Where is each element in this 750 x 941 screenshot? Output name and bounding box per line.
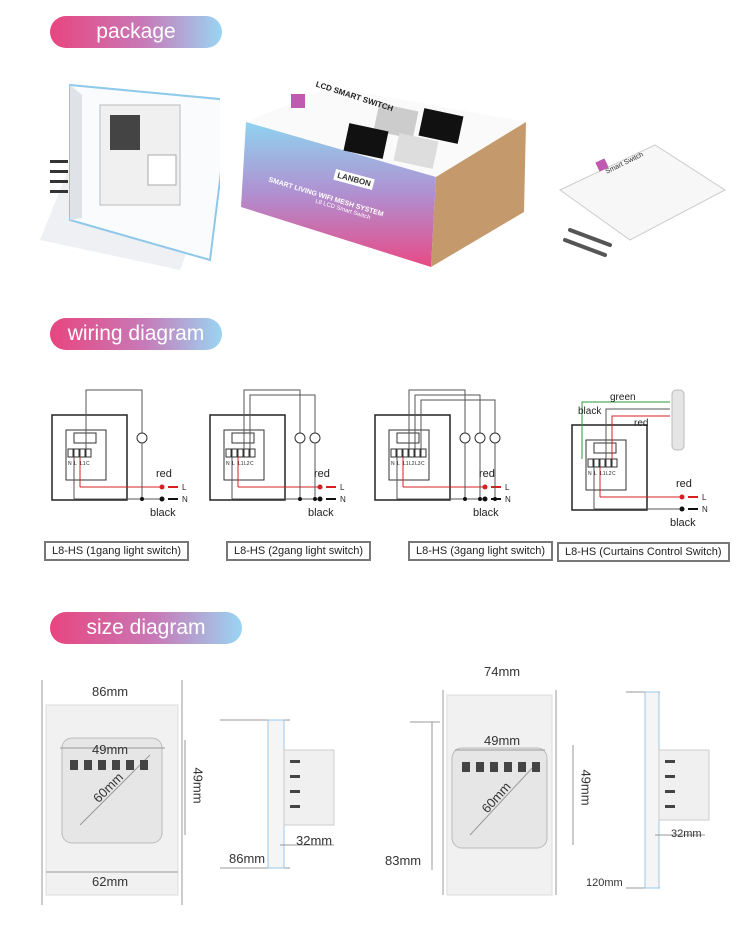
label-black: black <box>308 507 334 519</box>
wiring-diagram-1 <box>51 389 178 502</box>
lamp-icon <box>294 432 306 444</box>
size-diagrams <box>41 680 710 905</box>
lamp-icon <box>309 432 321 444</box>
terminal-N: N <box>226 461 230 467</box>
label-L: L <box>182 483 187 492</box>
label-black: black <box>670 517 696 529</box>
label-L: L <box>702 493 707 502</box>
terminal-C: C <box>86 461 90 467</box>
lamp-icon <box>459 432 471 444</box>
terminal-L3: L3 <box>415 461 421 467</box>
terminal-L2: L2 <box>606 471 612 477</box>
dim-right-height: 120mm <box>586 877 623 889</box>
terminal-L1: L1 <box>238 461 244 467</box>
lamp-icon <box>489 432 501 444</box>
section-header-wiring: wiring diagram <box>50 318 222 350</box>
dim-right-module-height: 49mm <box>578 769 594 806</box>
terminal-L1: L1 <box>403 461 409 467</box>
wiring-diagram-2 <box>209 389 336 502</box>
label-L: L <box>340 483 345 492</box>
dim-left-module-height: 49mm <box>190 767 206 804</box>
label-black: black <box>150 507 176 519</box>
terminal-L2: L2 <box>409 461 415 467</box>
terminal-L: L <box>232 461 235 467</box>
terminal-N: N <box>588 471 592 477</box>
caption-1gang: L8-HS (1gang light switch) <box>44 541 190 561</box>
lamp-icon <box>474 432 486 444</box>
terminal-L: L <box>397 461 400 467</box>
dim-left-height: 86mm <box>229 851 266 866</box>
package-box-image: LCD SMART SWITCH LANBON SMART LIVING WIF… <box>236 80 526 267</box>
label-L: L <box>505 483 510 492</box>
terminal-N: N <box>391 461 395 467</box>
terminal-C: C <box>612 471 616 477</box>
manual-and-screws-image <box>559 144 726 257</box>
switch-product-image <box>40 83 220 270</box>
caption-3gang: L8-HS (3gang light switch) <box>408 541 554 561</box>
terminal-L: L <box>74 461 77 467</box>
curtain-motor <box>671 389 685 451</box>
wiring-diagram-3 <box>374 389 501 502</box>
terminal-C: C <box>421 461 425 467</box>
dim-left-module-width: 49mm <box>92 742 129 757</box>
dim-left-bottom: 62mm <box>92 874 129 889</box>
label-red: red <box>156 468 172 480</box>
section-header-package: package <box>50 16 222 48</box>
terminal-L: L <box>594 471 597 477</box>
label-black: black <box>578 406 602 417</box>
label-green: green <box>610 392 636 403</box>
label-red: red <box>479 468 495 480</box>
label-red: red <box>676 478 692 490</box>
dim-right-depth: 32mm <box>671 828 702 840</box>
dim-left-width: 86mm <box>92 684 129 699</box>
dim-left-depth: 32mm <box>296 833 333 848</box>
caption-curtain: L8-HS (Curtains Control Switch) <box>557 542 730 562</box>
label-red: red <box>314 468 330 480</box>
terminal-N: N <box>68 461 72 467</box>
dim-right-bottom: 83mm <box>385 853 422 868</box>
label-N: N <box>505 495 511 504</box>
label-red: red <box>634 418 648 429</box>
dim-right-module-width: 49mm <box>484 733 521 748</box>
label-N: N <box>340 495 346 504</box>
lamp-icon <box>136 432 148 444</box>
wiring-diagram-4 <box>571 389 698 512</box>
caption-2gang: L8-HS (2gang light switch) <box>226 541 372 561</box>
label-black: black <box>473 507 499 519</box>
terminal-C: C <box>250 461 254 467</box>
section-header-size: size diagram <box>50 612 242 644</box>
terminal-L2: L2 <box>244 461 250 467</box>
terminal-L1: L1 <box>600 471 606 477</box>
dim-right-width: 74mm <box>484 664 521 679</box>
label-N: N <box>702 505 708 514</box>
label-N: N <box>182 495 188 504</box>
terminal-L1: L1 <box>80 461 86 467</box>
